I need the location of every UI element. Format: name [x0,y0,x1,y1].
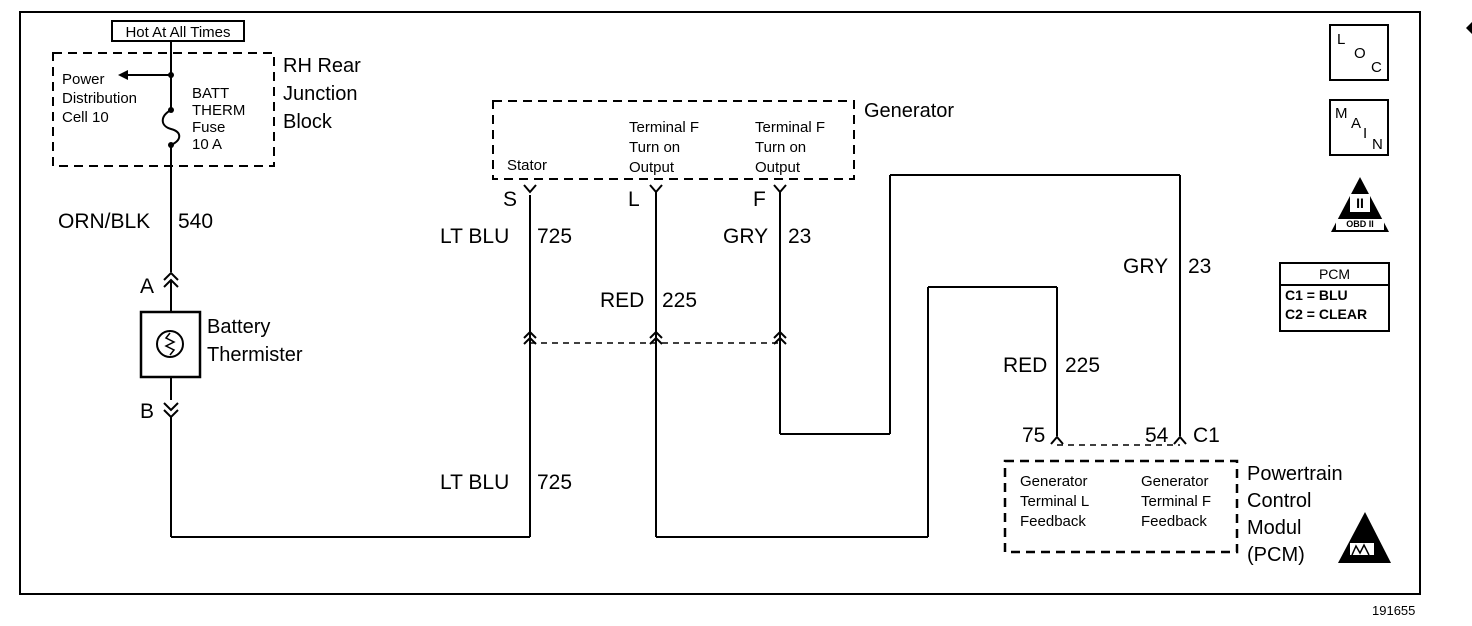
fuse-icon [161,109,181,146]
pcm-pin-75-label: 75 [1022,424,1046,447]
pcm-connector-table: PCM C1 = BLU C2 = CLEAR [1279,262,1390,332]
pcm-pin-54-label: 54 [1145,424,1169,447]
wire-number-725-bottom: 725 [537,471,573,494]
pin-s-icon [523,184,537,194]
pin-l-icon [649,184,663,194]
pin-l-label: L [628,188,640,211]
junction-block-title: RH Rear Junction Block [283,55,361,133]
pcm-feedback-l-label: Generator Terminal L Feedback [1020,473,1090,530]
loc-icon[interactable]: L O C [1329,24,1389,81]
obd-ii-icon-banner [1336,219,1384,230]
wire-number-725-top: 725 [537,225,573,248]
loc-icon-letter-2: O [1354,45,1366,62]
connector-a-label: A [140,275,155,298]
loc-icon-letter-3: C [1371,59,1382,76]
stator-label: Stator [507,157,548,174]
wire-label-red-right: RED [1003,354,1048,377]
power-distribution-label: Power Distribution Cell 10 [62,71,138,126]
pcm-table-header: PCM [1281,264,1388,286]
pcm-table-c1: C1 = BLU [1285,287,1348,303]
wire-label-lt-blu-top: LT BLU [440,225,510,248]
inline-connector-f-icon [773,330,787,345]
obd-ii-label: OBD II [1346,219,1374,229]
terminal-f-label: Terminal F Turn on Output [755,119,826,176]
pcm-feedback-f-label: Generator Terminal F Feedback [1141,473,1212,530]
wire-label-gry-left: GRY [723,225,769,248]
hot-at-all-times-label: Hot At All Times [111,20,245,42]
fuse-label: BATT THERM Fuse 10 A [192,85,246,153]
generator-title: Generator [864,100,955,122]
pcm-title: Powertrain Control Modul (PCM) [1247,463,1343,566]
wire-number-225-right: 225 [1065,354,1101,377]
obd-ii-numeral: II [1356,195,1364,211]
esd-sensitive-icon [1338,512,1391,563]
obd-ii-icon-numeral-box [1350,194,1370,212]
figure-number: 191655 [1372,603,1416,618]
corner-mark [1466,22,1472,34]
thermister-title: Battery Thermister [207,316,303,366]
diagram-frame [19,11,1421,595]
wire-label-red-mid: RED [600,289,645,312]
pin-f-icon [773,184,787,194]
main-icon-letter-2: A [1351,115,1362,132]
inline-connector-l-icon [649,330,663,345]
pcm-pin-75-icon [1050,435,1064,445]
main-icon-letter-1: M [1335,105,1348,122]
esd-hand-icon [1351,543,1370,556]
pin-s-label: S [503,188,518,211]
pin-f-label: F [753,188,766,211]
inline-connector-s-icon [523,330,537,345]
connector-b-icon [163,402,179,419]
thermister-symbol [164,332,176,356]
terminal-l-label: Terminal F Turn on Output [629,119,700,176]
pcm-box [1003,459,1239,554]
wire-number-225-mid: 225 [662,289,698,312]
main-icon[interactable]: M A I N [1329,99,1389,156]
generator-box [492,100,855,180]
loc-icon-letter-1: L [1337,31,1346,48]
wire-label-gry-right: GRY [1123,255,1169,278]
wire-label-lt-blu-bottom: LT BLU [440,471,510,494]
pcm-connector-label: C1 [1193,424,1220,447]
arrow-left-icon [118,70,128,80]
thermister-icon [156,330,184,358]
connector-b-label: B [140,400,155,423]
pcm-pin-54-icon [1173,435,1187,445]
junction-block-box [52,52,275,167]
wire-label-orn-blk: ORN/BLK [58,210,151,233]
pcm-table-c2: C2 = CLEAR [1285,306,1368,322]
wire-number-23-left: 23 [788,225,812,248]
wire-number-23-right: 23 [1188,255,1212,278]
splice-dot [168,72,174,78]
main-icon-letter-3: I [1363,125,1368,142]
wire-number-540: 540 [178,210,214,233]
main-icon-letter-4: N [1372,136,1383,153]
